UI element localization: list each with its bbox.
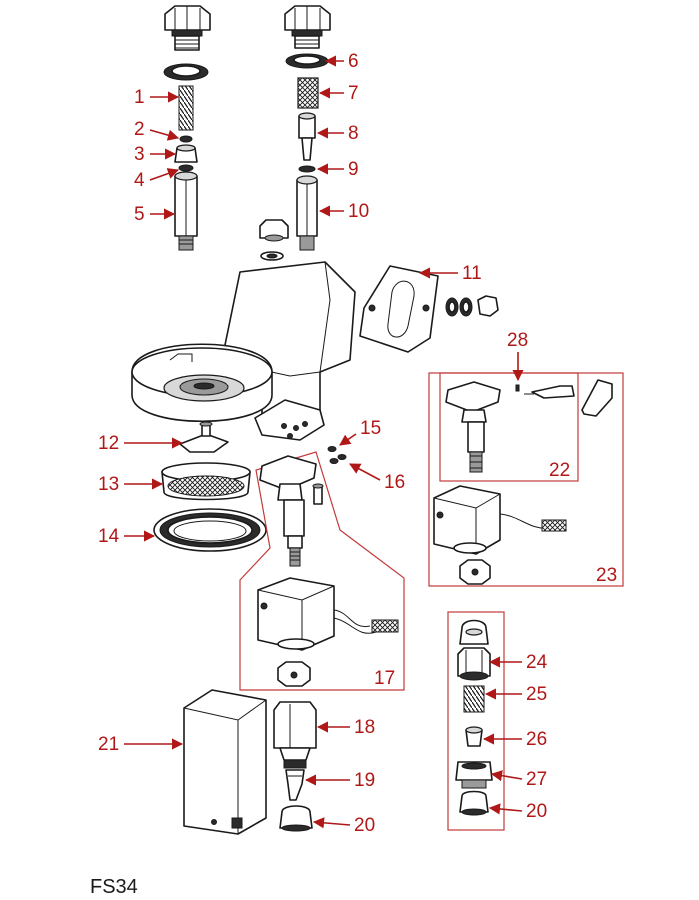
callout-number-14: 14 xyxy=(98,526,120,547)
callout-number-25: 25 xyxy=(526,684,547,705)
callout-23: 23 xyxy=(596,565,617,586)
callout-number-6: 6 xyxy=(348,51,359,72)
callout-number-11: 11 xyxy=(462,263,482,284)
small-screws xyxy=(327,446,347,464)
mounting-plate xyxy=(359,265,499,353)
callout-number-18: 18 xyxy=(354,717,375,738)
callout-18: 18 xyxy=(316,717,375,738)
right-inlet-stack xyxy=(284,5,331,251)
callout-22: 22 xyxy=(549,460,570,481)
solenoid-kit-box xyxy=(428,372,624,587)
callout-number-9: 9 xyxy=(348,159,359,180)
callout-27: 27 xyxy=(490,769,547,790)
callout-number-1: 1 xyxy=(134,87,145,108)
callout-number-27: 27 xyxy=(526,769,547,790)
callout-number-22: 22 xyxy=(549,460,570,481)
callout-number-7: 7 xyxy=(348,83,359,104)
callout-19: 19 xyxy=(304,770,375,791)
callout-number-17: 17 xyxy=(374,668,395,689)
callout-number-4: 4 xyxy=(134,170,145,191)
callout-number-5: 5 xyxy=(134,204,145,225)
callout-number-20-left: 20 xyxy=(354,815,375,836)
callout-12: 12 xyxy=(98,433,184,454)
callout-17: 17 xyxy=(374,668,395,689)
callout-number-28: 28 xyxy=(507,330,528,351)
callout-11: 11 xyxy=(418,263,482,284)
callout-13: 13 xyxy=(98,474,164,495)
callout-number-21: 21 xyxy=(98,734,119,755)
callout-7: 7 xyxy=(318,83,359,104)
diverter-cap xyxy=(179,421,229,453)
callout-21: 21 xyxy=(98,734,184,755)
callout-number-26: 26 xyxy=(526,729,547,750)
callout-3: 3 xyxy=(134,144,177,165)
callout-number-3: 3 xyxy=(134,144,145,165)
callout-number-8: 8 xyxy=(348,123,359,144)
callout-number-23: 23 xyxy=(596,565,617,586)
retaining-ring xyxy=(153,508,267,552)
body-cap-nut xyxy=(259,219,289,261)
callout-number-15: 15 xyxy=(360,418,381,439)
callout-20-right: 20 xyxy=(488,801,547,822)
callout-26: 26 xyxy=(482,729,547,750)
filter-screen xyxy=(161,462,251,501)
callout-14: 14 xyxy=(98,526,156,547)
solenoid-valve-assembly xyxy=(239,451,405,691)
callout-4: 4 xyxy=(134,168,180,191)
callout-9: 9 xyxy=(316,159,359,180)
callout-1: 1 xyxy=(134,87,180,108)
cartridge-stack xyxy=(273,701,317,832)
valve-housing xyxy=(183,689,267,835)
callout-25: 25 xyxy=(484,684,547,705)
callout-10: 10 xyxy=(318,201,369,222)
callout-5: 5 xyxy=(134,204,176,225)
callout-number-19: 19 xyxy=(354,770,375,791)
callout-number-13: 13 xyxy=(98,474,119,495)
callout-15: 15 xyxy=(339,418,381,446)
callout-24: 24 xyxy=(488,652,548,673)
callout-number-16: 16 xyxy=(384,472,405,493)
callout-20-left: 20 xyxy=(312,815,375,836)
callout-6: 6 xyxy=(324,51,359,72)
callout-16: 16 xyxy=(349,463,405,493)
callout-2: 2 xyxy=(134,119,180,141)
callout-number-12: 12 xyxy=(98,433,119,454)
callout-number-10: 10 xyxy=(348,201,369,222)
callout-number-20-right: 20 xyxy=(526,801,547,822)
callout-28: 28 xyxy=(507,330,528,382)
check-valve-kit xyxy=(447,611,505,831)
callout-number-2: 2 xyxy=(134,119,145,140)
figure-code: FS34 xyxy=(90,876,138,898)
mixer-body xyxy=(131,261,356,441)
callout-number-24: 24 xyxy=(526,652,548,673)
callout-8: 8 xyxy=(316,123,359,144)
left-inlet-stack xyxy=(163,5,211,251)
